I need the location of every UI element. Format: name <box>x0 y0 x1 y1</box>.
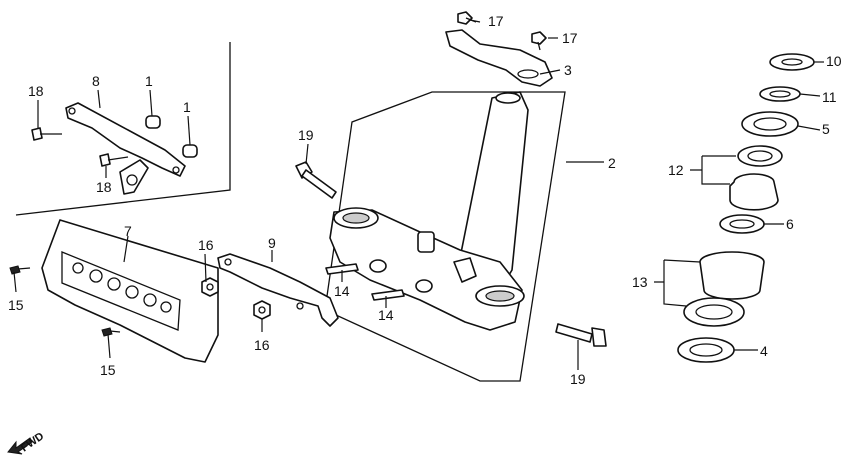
callout-3: 3 <box>564 62 572 78</box>
callout-9: 9 <box>268 235 276 251</box>
adjusting-nut-part <box>741 111 799 137</box>
dust-seal-part <box>719 214 765 234</box>
top-bridge-plate-part <box>445 29 553 87</box>
callout-17a: 17 <box>488 13 504 29</box>
callout-6: 6 <box>786 216 794 232</box>
callout-18a: 18 <box>28 83 44 99</box>
inset-box-outline <box>15 42 231 216</box>
callout-1b: 1 <box>183 99 191 115</box>
nut-parts <box>201 277 271 320</box>
front-emblem-plate-part <box>41 219 219 363</box>
callout-18b: 18 <box>96 179 112 195</box>
callout-1a: 1 <box>145 73 153 89</box>
lower-bearing-part <box>683 251 765 327</box>
rubber-bush-parts <box>145 115 198 158</box>
fwd-label: FWD <box>19 430 46 454</box>
upper-bearing-part <box>729 145 783 211</box>
callout-14a: 14 <box>334 283 350 299</box>
lower-bracket-part <box>217 253 339 327</box>
callout-7: 7 <box>124 223 132 239</box>
callout-11: 11 <box>822 89 837 105</box>
lock-washer-part <box>759 86 801 102</box>
callout-5: 5 <box>822 121 830 137</box>
callout-10: 10 <box>826 53 842 69</box>
callout-14b: 14 <box>378 307 394 323</box>
callout-16b: 16 <box>254 337 270 353</box>
callout-8: 8 <box>92 73 100 89</box>
callout-17b: 17 <box>562 30 578 46</box>
callout-19a: 19 <box>298 127 314 143</box>
steering-stem-bridge-part <box>329 91 529 331</box>
headlight-bracket-part <box>65 102 186 195</box>
callout-12: 12 <box>668 162 684 178</box>
long-bolt-parts <box>295 161 607 347</box>
callout-15a: 15 <box>8 297 24 313</box>
callout-16a: 16 <box>198 237 214 253</box>
callout-15b: 15 <box>100 362 116 378</box>
leader-lines <box>13 19 824 370</box>
callout-19b: 19 <box>570 371 586 387</box>
callout-4: 4 <box>760 343 768 359</box>
locknut-part <box>769 53 815 71</box>
inset-bolt-parts <box>31 127 129 167</box>
dust-seal-lower-part <box>677 337 735 363</box>
callout-2: 2 <box>608 155 616 171</box>
top-bolt-parts <box>457 11 547 51</box>
bottom-bridge-frame <box>324 91 566 382</box>
fwd-arrow-icon <box>7 437 33 455</box>
pin-parts <box>325 263 405 301</box>
callout-13: 13 <box>632 274 648 290</box>
emblem-screw-parts <box>9 265 121 337</box>
